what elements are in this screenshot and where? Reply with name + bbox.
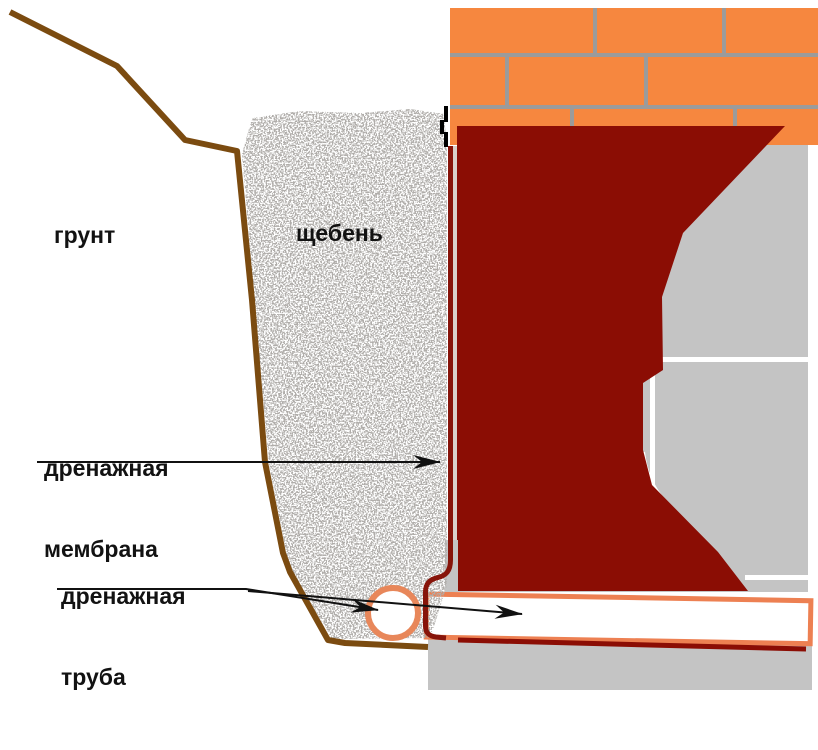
label-drainage-membrane-line2: мембрана: [44, 536, 158, 562]
label-gravel: щебень: [296, 220, 383, 246]
wall-waterproofing: [457, 126, 785, 591]
pipe-callout-arrow: [57, 588, 379, 613]
footing-group: [423, 591, 814, 647]
callout-arrows: [37, 455, 523, 619]
label-soil: грунт: [54, 222, 116, 248]
brick: [450, 8, 593, 53]
membrane-gap-strip: [452, 146, 458, 540]
brick: [597, 8, 722, 53]
pipe-outlet-callout-arrow: [247, 590, 523, 619]
footing-slab: [423, 591, 814, 647]
brick: [450, 57, 505, 105]
block-joint: [650, 362, 655, 488]
block-joints: [650, 357, 810, 580]
brick: [509, 57, 644, 105]
label-drainage-membrane: дренажная мембрана: [44, 401, 169, 617]
gravel-fill: [242, 109, 447, 639]
label-drainage-pipe-line1: дренажная: [61, 583, 186, 609]
brick-wall: [450, 8, 818, 145]
footing-waterproofing-line: [457, 637, 807, 652]
brick: [648, 57, 818, 105]
brick: [726, 8, 818, 53]
drainage-pipe: [365, 585, 421, 641]
membrane-clip: [440, 106, 448, 147]
block-joint: [658, 357, 810, 362]
drainage-membrane-line: [423, 146, 453, 641]
block-joint: [745, 575, 810, 580]
label-drainage-pipe-line2: труба: [61, 664, 126, 690]
label-drainage-pipe: дренажная труба: [61, 529, 186, 745]
label-drainage-membrane-line1: дренажная: [44, 455, 169, 481]
